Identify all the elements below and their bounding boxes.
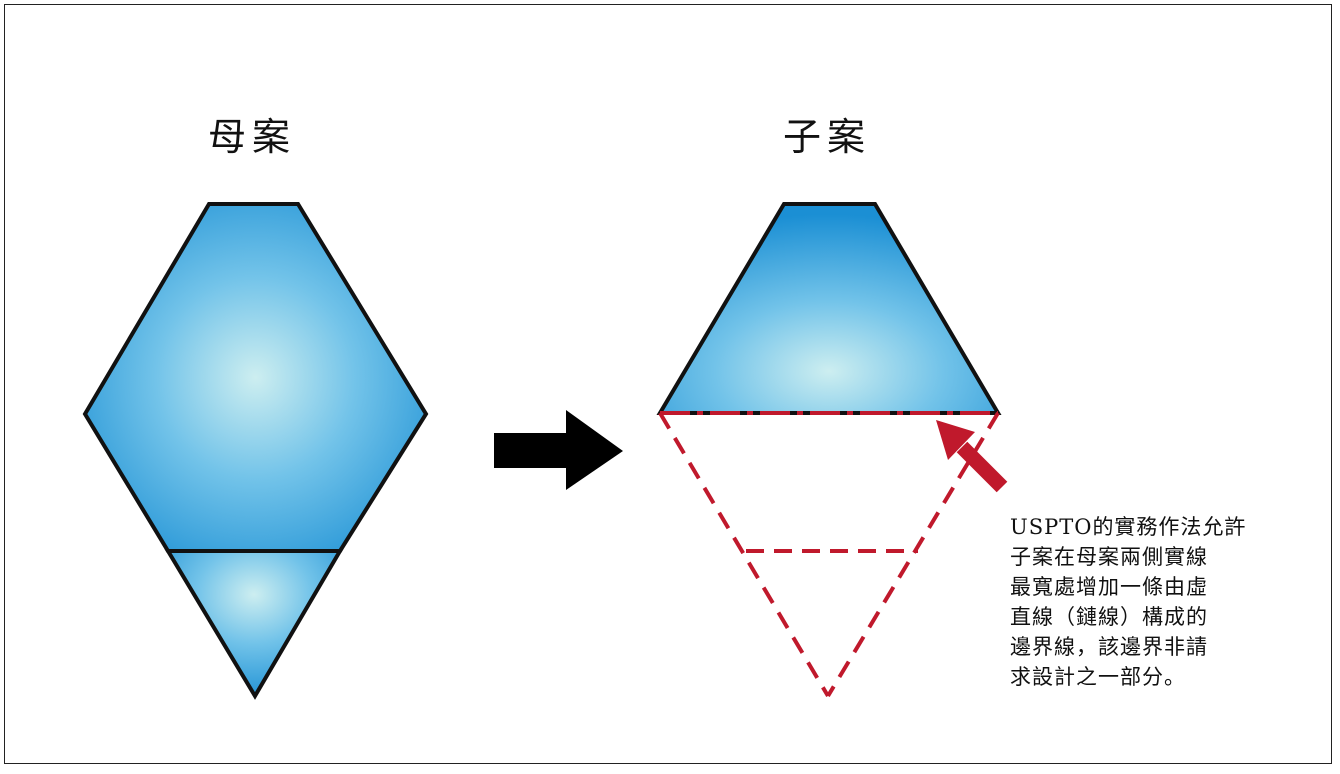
- child-solid-trapezoid: [656, 202, 1002, 415]
- annotation-line: USPTO的實務作法允許: [1010, 515, 1247, 539]
- pointer-arrow-icon: [936, 420, 1008, 493]
- parent-upper-hexagon: [82, 202, 429, 553]
- annotation-line: 直線（鏈線）構成的: [1010, 605, 1208, 629]
- annotation-line: 最寬處增加一條由虛: [1010, 575, 1208, 599]
- child-design-title: 子案: [783, 115, 872, 159]
- parent-design-shape: [82, 202, 429, 700]
- parent-design-title: 母案: [208, 115, 297, 159]
- annotation-line: 邊界線，該邊界非請: [1010, 635, 1208, 659]
- child-design-shape: [656, 202, 1002, 698]
- annotation-text: USPTO的實務作法允許 子案在母案兩側實線 最寬處增加一條由虛 直線（鏈線）構…: [1010, 512, 1280, 692]
- dashed-left-edge: [658, 411, 830, 698]
- transition-arrow-icon: [494, 410, 623, 490]
- annotation-line: 子案在母案兩側實線: [1010, 545, 1208, 569]
- dashed-right-edge: [826, 411, 1000, 698]
- parent-lower-triangle: [164, 549, 344, 700]
- annotation-line: 求設計之一部分。: [1010, 665, 1186, 689]
